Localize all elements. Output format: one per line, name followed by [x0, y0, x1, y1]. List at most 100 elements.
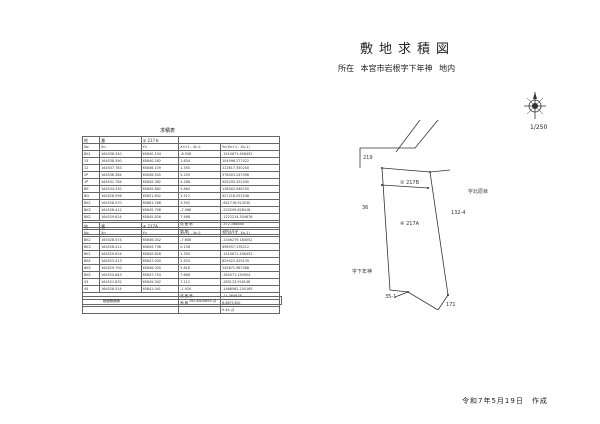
summary-row: 9.44 ㎡: [81, 306, 280, 314]
table-cell: 65847.754: [140, 271, 180, 279]
table-cell: 5.250: [178, 171, 222, 179]
table-cell: 65846.000: [140, 264, 180, 272]
table-cell: 65845.826: [140, 213, 180, 221]
table-cell: 164534.330: [99, 185, 142, 193]
table-cell: 44: [81, 285, 101, 293]
table-cell: -1468562.250165: [220, 285, 280, 293]
location-line: 所在 本宮市岩根字下年神 地内: [338, 63, 459, 74]
table-cell: BK5: [81, 264, 101, 272]
table-cell: -1410671.456452: [220, 250, 280, 258]
table-cell: BK2: [81, 236, 101, 244]
table-cell: 5.660: [178, 185, 222, 193]
table-cell: 12: [81, 164, 101, 172]
table-cell: -525209.628418: [220, 206, 280, 214]
lot-35-1-label: 35-1: [385, 294, 397, 300]
column-header: Yn(Xn+1 - Xn-1): [220, 229, 280, 237]
table-cell: 376403.247096: [220, 171, 280, 179]
summary-label: [178, 306, 222, 314]
table-cell: 65845.798: [140, 243, 180, 251]
table-cell: 164537.783: [99, 164, 142, 172]
table-cell: 164531.784: [99, 178, 142, 186]
table-cell: -1.920: [178, 285, 222, 293]
table-cell: 7.112: [178, 278, 222, 286]
table-cell: 4.286: [178, 178, 222, 186]
scale-label: 1/250: [530, 124, 548, 131]
table-cell: BK5: [81, 271, 101, 279]
table-cell: 1.634: [178, 157, 222, 165]
table-cell: 164538.340: [99, 150, 142, 158]
table-cell: 164521.832: [99, 278, 142, 286]
table-cell: BK3: [81, 243, 101, 251]
table-cell: 65841.041: [140, 285, 180, 293]
table-cell: -340071.154904: [220, 271, 280, 279]
column-header: Xn+1 - Xn-1: [178, 229, 222, 237]
table-cell: 65840.262: [140, 157, 180, 165]
table-cell: 164528.596: [99, 192, 142, 200]
table-cell: 164529.700: [99, 264, 142, 272]
lot-head-cell: ④ 217A: [140, 222, 180, 230]
column-header: Xn: [99, 229, 142, 237]
lot-head-cell: 番: [99, 136, 142, 144]
table-cell: 0.158: [178, 243, 222, 251]
table-cell: 65846.109: [140, 164, 180, 172]
place-kitahara-label: 字北原目: [468, 189, 489, 195]
table-cell: 164526.514: [99, 285, 142, 293]
table-cell: 65845.382: [140, 178, 180, 186]
site-plan-drawing: [359, 119, 451, 310]
lot-head-cell: 番: [99, 222, 142, 230]
table-cell: 164528.412: [99, 206, 142, 214]
table-cell: 164529.624: [99, 250, 142, 258]
lot-head-cell: ② 217Ｂ: [140, 136, 180, 144]
table-cell: 164528.412: [99, 243, 142, 251]
north-arrow-icon: [524, 92, 546, 119]
table-cell: 164538.390: [99, 157, 142, 165]
table-cell: 65847.000: [140, 257, 180, 265]
table-cell: 405200.322540: [220, 178, 280, 186]
sheet-title: 敷地求積図: [360, 42, 456, 57]
table-cell: BK1: [81, 250, 101, 258]
table-cell: BK2: [81, 213, 101, 221]
column-header: No: [81, 143, 101, 151]
table-cell: 65840.104: [140, 150, 180, 158]
lot-217B-label: ② 217B: [400, 180, 420, 186]
lot-171-label: 171: [446, 302, 456, 308]
lot-head-cell: 地: [81, 222, 101, 230]
location-suffix: 地内: [439, 64, 456, 73]
table-cell: 65846.545: [140, 171, 180, 179]
table-cell: BK2: [81, 199, 101, 207]
total-area-row: 総面積面積 192.8410693 ㎡: [82, 296, 282, 305]
table-cell: 1P: [81, 178, 101, 186]
table-cell: 65849.862: [140, 185, 180, 193]
location-value: 本宮市岩根字下年神: [360, 64, 433, 73]
table-cell: 13: [81, 157, 101, 165]
table-cell: 104996.277422: [220, 157, 280, 165]
total-area-label: 総面積面積: [103, 299, 120, 303]
table-cell: BK3: [81, 206, 101, 214]
table-cell: 65851.642: [140, 192, 180, 200]
table-cell: 164523.413: [99, 257, 142, 265]
table-cell: 3.592: [178, 199, 222, 207]
table-cell: 164528.574: [99, 236, 142, 244]
summary-value: 9.44 ㎡: [220, 306, 280, 314]
column-header: No: [81, 229, 101, 237]
lot-217A-label: ④ 217A: [400, 221, 420, 227]
location-label: 所在: [338, 64, 354, 73]
lot-36-label: 36: [362, 205, 369, 211]
